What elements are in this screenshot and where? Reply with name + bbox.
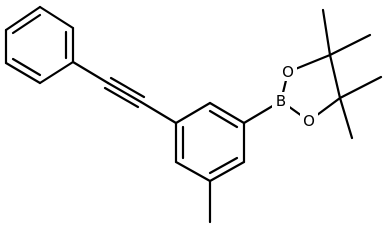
bond xyxy=(4,61,42,85)
central-ring xyxy=(174,101,246,183)
aromatic-inner-bond xyxy=(208,109,239,129)
bond xyxy=(71,60,110,85)
atom-labels: B O O xyxy=(272,63,318,130)
oxygen-lower-label-background xyxy=(300,112,318,130)
bond xyxy=(38,5,75,30)
oxygen-upper-label: O xyxy=(282,63,294,81)
bond xyxy=(328,53,342,100)
ethynyl-linker xyxy=(71,60,178,125)
boron-label: B xyxy=(276,92,286,110)
bond xyxy=(321,8,332,57)
bond xyxy=(4,5,42,32)
bond xyxy=(338,75,383,100)
phenyl-ring xyxy=(4,5,75,85)
triple-bond-line xyxy=(106,81,143,104)
aromatic-inner-bond xyxy=(208,156,239,175)
bond xyxy=(174,101,212,125)
chemical-structure: B O O xyxy=(4,5,383,224)
bond xyxy=(38,60,75,85)
bond xyxy=(174,160,212,183)
bond xyxy=(139,100,178,125)
bond xyxy=(338,96,354,140)
bond xyxy=(208,160,246,183)
triple-bond-line xyxy=(103,86,140,109)
aromatic-inner-bond xyxy=(11,57,42,77)
bond xyxy=(328,33,372,57)
methyl-substituents xyxy=(321,8,383,140)
oxygen-lower-label: O xyxy=(303,112,315,130)
aromatic-inner-bond xyxy=(11,13,42,35)
bond xyxy=(208,101,246,125)
oxygen-upper-label-background xyxy=(279,63,297,81)
triple-bond-line xyxy=(109,76,146,99)
boron-label-background xyxy=(272,92,290,110)
